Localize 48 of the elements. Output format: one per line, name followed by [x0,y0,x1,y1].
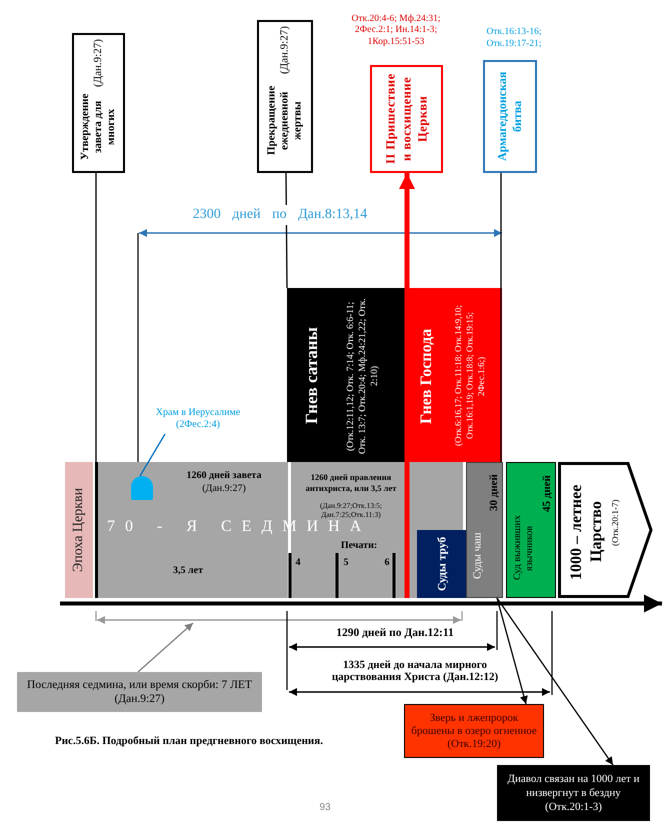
seal-number: 4 [294,556,302,568]
judgment-box [506,462,556,598]
title-text: Гнев сатаны [301,326,322,426]
page-number: 93 [318,800,332,814]
judgment-label: Суды чаш [470,532,484,582]
event-box: II Пришествие и восхищение Церкви [370,65,443,173]
callout-text: Храм в Иерусалиме (2Фес.2:4) [142,404,254,434]
dimension-label: 1335 дней до начала мирного царствования Христа (Дан.12:12) [330,658,500,685]
arrow-box [558,462,653,598]
reference-text: (Отк.6:16,17; Отк.11:18; Отк.14:9,10; Отк.16:1,19; Отк.18:8; Отк.19:15; 2Фес.1:6;) [452,304,487,448]
kingdom-label: 1000 – летнее Царство [567,483,606,582]
duration-label: 3,5 лет [172,564,204,577]
reference-text: (Отк.20:1-7) [609,498,621,548]
arrow [496,598,614,766]
arrow [399,173,415,598]
connector-line [500,173,502,462]
leader-line [139,434,166,476]
judgment-box: Суды труб [417,530,468,598]
title-text: Гнев Господа [417,327,436,426]
temple-icon [131,476,153,500]
dimension-label: 1290 дней по Дан.12:11 [335,626,455,640]
period-label: 1260 дней завета [186,468,262,482]
figure-caption: Рис.5.6Б. Подробный план предгневного восхищения. [55,735,324,749]
connector-line [95,173,97,462]
seal-number: 5 [342,556,350,568]
week-band [95,462,463,598]
arrow [496,598,528,704]
note-box: Диавол связан на 1000 лет и низвергнут в бездну (Отк.20:1-3) [497,765,650,821]
seals-label: Печати: [340,539,378,552]
note-box: Зверь и лжепророк брошены в озеро огненное (Отк.19:20) [404,704,544,758]
period-box [287,288,405,462]
event-box: Армагеддонская битва [483,60,537,173]
reference-text: (Отк.12:11,12; Отк. 7:14; Отк. 6:6-11; Отк. 13:7; Отк.20:4; Мф.24:21,22; Отк. 2:10) [345,297,381,456]
reference-text: Отк.16:13-16; Отк.19:17-21; [486,26,542,51]
arrow [138,622,194,672]
judgment-label: Суд выживших язычников [511,514,536,582]
note-box: Последняя седмина, или время скорби: 7 ЛЕТ (Дан.9:27) [17,672,262,712]
era-box: Эпоха Церкви [65,462,93,598]
duration-label: 45 дней [540,474,554,514]
reference-text: Отк.20:4-6; Мф.24:31; 2Фес.2:1; Ин.14:1-3; 1Кор.15:51-53 [350,12,442,49]
event-box: Утверждение завета для многих (Дан.9:27) [72,33,125,173]
period-label: 1260 дней правления антихриста, или 3,5 лет [304,471,398,495]
judgment-box [466,462,503,598]
reference-text: (Дан.9:27) [201,482,247,495]
event-box: Прекращение ежедневной жертвы (Дан.9:27) [257,20,313,173]
connector-line [285,173,288,288]
seal-number: 6 [384,556,390,568]
duration-label: 30 дней [487,474,501,514]
